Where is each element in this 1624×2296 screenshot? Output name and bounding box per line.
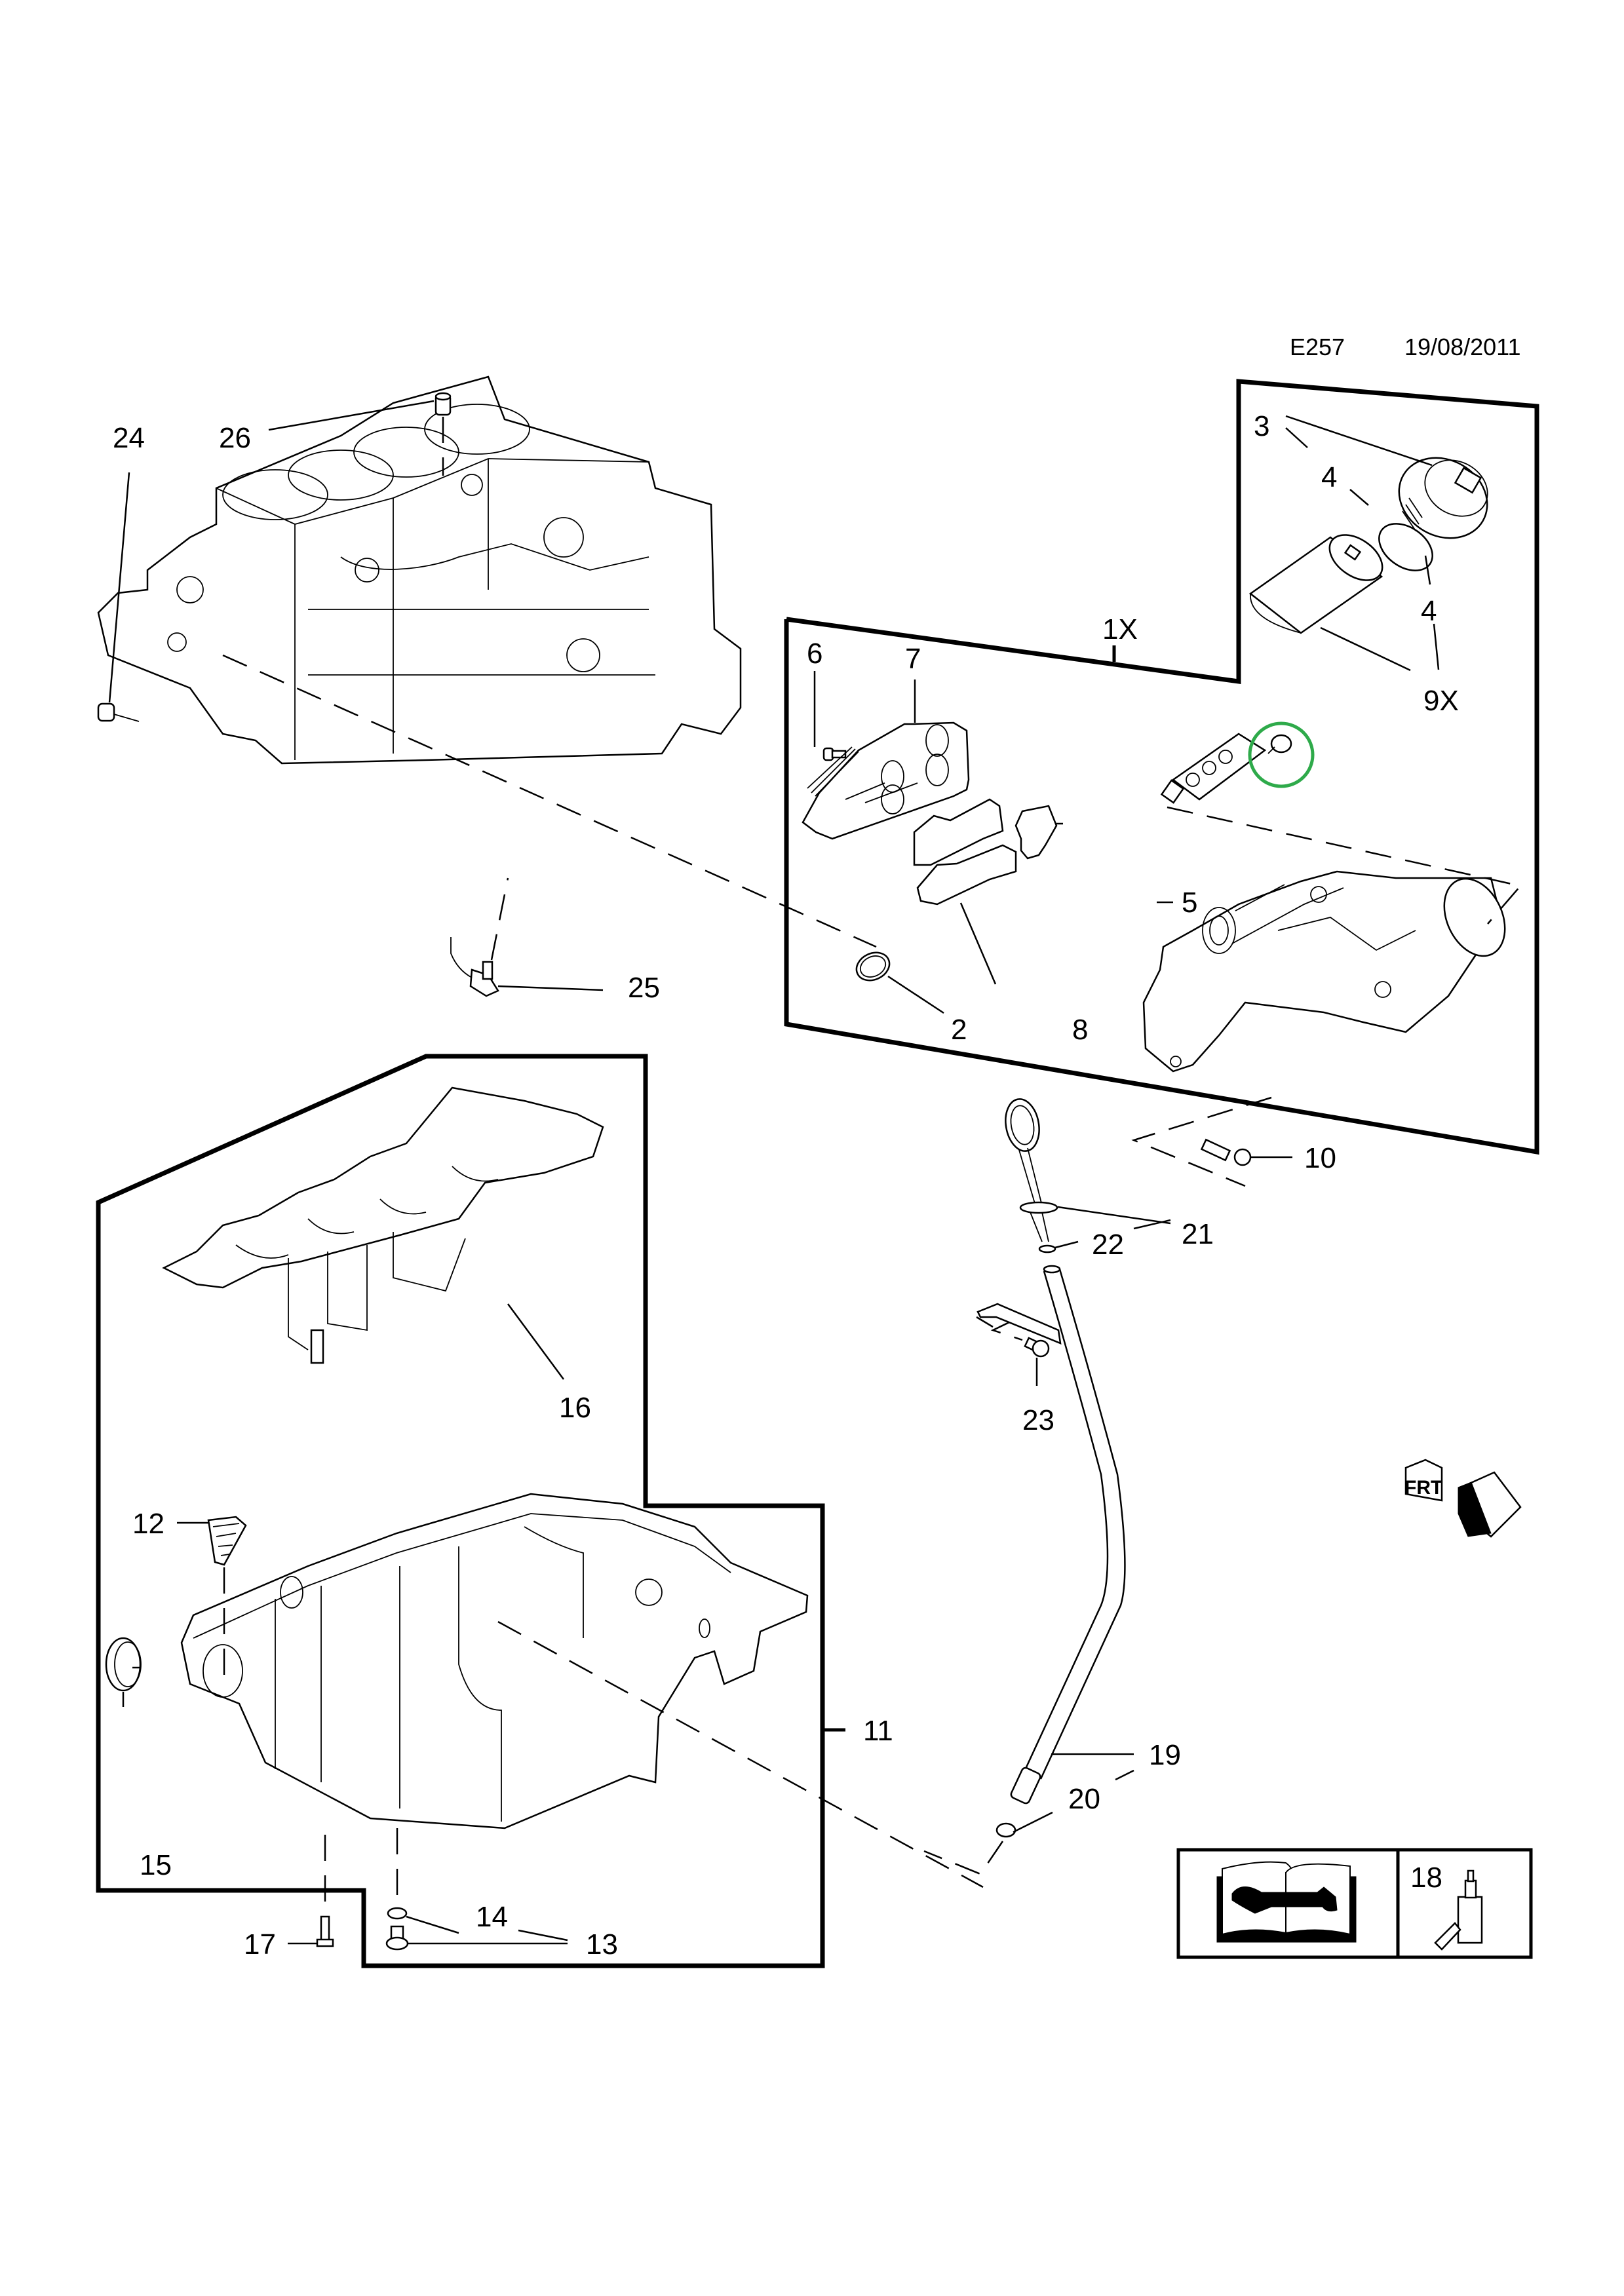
leader-19b <box>1115 1769 1134 1781</box>
callout-7: 7 <box>905 643 921 675</box>
callout-11: 11 <box>863 1715 893 1747</box>
callout-8: 8 <box>1072 1014 1088 1046</box>
leader-9x-a <box>1320 626 1411 672</box>
dowel-26 <box>435 392 452 416</box>
valve-assembly <box>1160 733 1267 804</box>
diagram-code: E257 <box>1290 334 1345 360</box>
callout-14: 14 <box>476 1901 508 1933</box>
oil-cooler-7 <box>802 721 970 840</box>
bolt-23 <box>1024 1337 1050 1358</box>
callout-16: 16 <box>559 1392 591 1424</box>
seal-ring-14 <box>387 1907 408 1920</box>
callout-26: 26 <box>219 422 251 454</box>
callout-17: 17 <box>244 1928 276 1961</box>
leader-2 <box>887 975 944 1014</box>
callout-23: 23 <box>1022 1404 1054 1436</box>
frt-label: FRT <box>1404 1477 1442 1499</box>
engine-block <box>97 375 742 765</box>
leader-20 <box>1013 1811 1053 1833</box>
leader-25 <box>497 985 604 991</box>
callout-12: 12 <box>132 1508 164 1540</box>
bolt-10 <box>1200 1138 1252 1166</box>
oil-pan-frame-11 <box>96 1054 825 1968</box>
callout-1x: 1X <box>1102 613 1138 645</box>
callout-15: 15 <box>140 1849 172 1881</box>
leader-14 <box>406 1915 459 1934</box>
callout-13: 13 <box>586 1928 618 1961</box>
callout-9x: 9X <box>1423 685 1459 717</box>
leader-3a <box>1285 415 1433 467</box>
o-ring-20 <box>996 1822 1016 1838</box>
callout-19: 19 <box>1149 1739 1181 1771</box>
o-ring-4 <box>1378 523 1433 571</box>
gasket-5 <box>1015 805 1058 860</box>
callout-24: 24 <box>113 422 145 454</box>
callout-6: 6 <box>807 638 822 670</box>
dipstick-tube-19 <box>976 1265 1126 1805</box>
check-valve <box>1267 734 1292 754</box>
plug-24 <box>97 702 115 722</box>
dashed-guide-pan-to-tube <box>497 1620 984 1888</box>
plug-15 <box>105 1637 142 1692</box>
leader-21a <box>1057 1206 1171 1225</box>
baffle-plate-16 <box>162 1086 604 1364</box>
leader-22 <box>1054 1240 1079 1249</box>
oil-pan-11 <box>180 1493 809 1829</box>
dashed-guide-25 <box>490 877 509 961</box>
oil-filter-housing <box>1142 870 1506 1073</box>
bolt-17 <box>316 1835 334 1947</box>
leader-13b <box>518 1929 568 1942</box>
legend-sealant-ref: 18 <box>1410 1862 1442 1894</box>
dashed-guide-10 <box>1131 1096 1272 1187</box>
bolt-6 <box>822 747 847 761</box>
oil-filter-element-9x <box>1248 534 1383 634</box>
leader-3b <box>1285 427 1308 448</box>
callout-3: 3 <box>1254 410 1269 442</box>
callout-4b: 4 <box>1421 595 1437 627</box>
oil-pressure-switch-25 <box>450 937 499 997</box>
callout-22: 22 <box>1092 1229 1124 1261</box>
leader-9x-b <box>1433 623 1440 670</box>
callout-20: 20 <box>1068 1783 1100 1815</box>
leader-16 <box>507 1303 565 1380</box>
leader-4a <box>1349 489 1369 506</box>
callout-21: 21 <box>1182 1218 1214 1250</box>
callout-25: 25 <box>628 972 660 1004</box>
oil-strainer-12 <box>207 1516 247 1566</box>
legend-box: 18 <box>1176 1848 1533 1959</box>
oil-filter-cap-3 <box>1398 457 1488 539</box>
sealant-bottle-icon <box>1434 1869 1483 1951</box>
drain-plug-13 <box>385 1925 409 1951</box>
callout-5: 5 <box>1182 887 1197 919</box>
callout-4a: 4 <box>1321 461 1337 493</box>
callout-10: 10 <box>1304 1142 1336 1174</box>
highlight-circle <box>1248 721 1315 788</box>
seal-ring-2 <box>855 951 891 982</box>
dipstick-21 <box>1005 1098 1058 1242</box>
o-ring-22 <box>1038 1244 1056 1253</box>
leader-26 <box>268 400 435 431</box>
leader-24 <box>108 472 130 703</box>
assembly-frame-1x <box>784 379 1539 1155</box>
leader-21b <box>1133 1219 1171 1230</box>
callout-2: 2 <box>951 1014 967 1046</box>
leader-4b <box>1424 555 1431 585</box>
leader-8 <box>959 902 997 985</box>
diagram-date: 19/08/2011 <box>1404 334 1521 360</box>
front-direction-icon: FRT <box>1404 1459 1522 1538</box>
gasket-8 <box>913 798 1017 906</box>
repair-manual-icon <box>1216 1861 1357 1943</box>
